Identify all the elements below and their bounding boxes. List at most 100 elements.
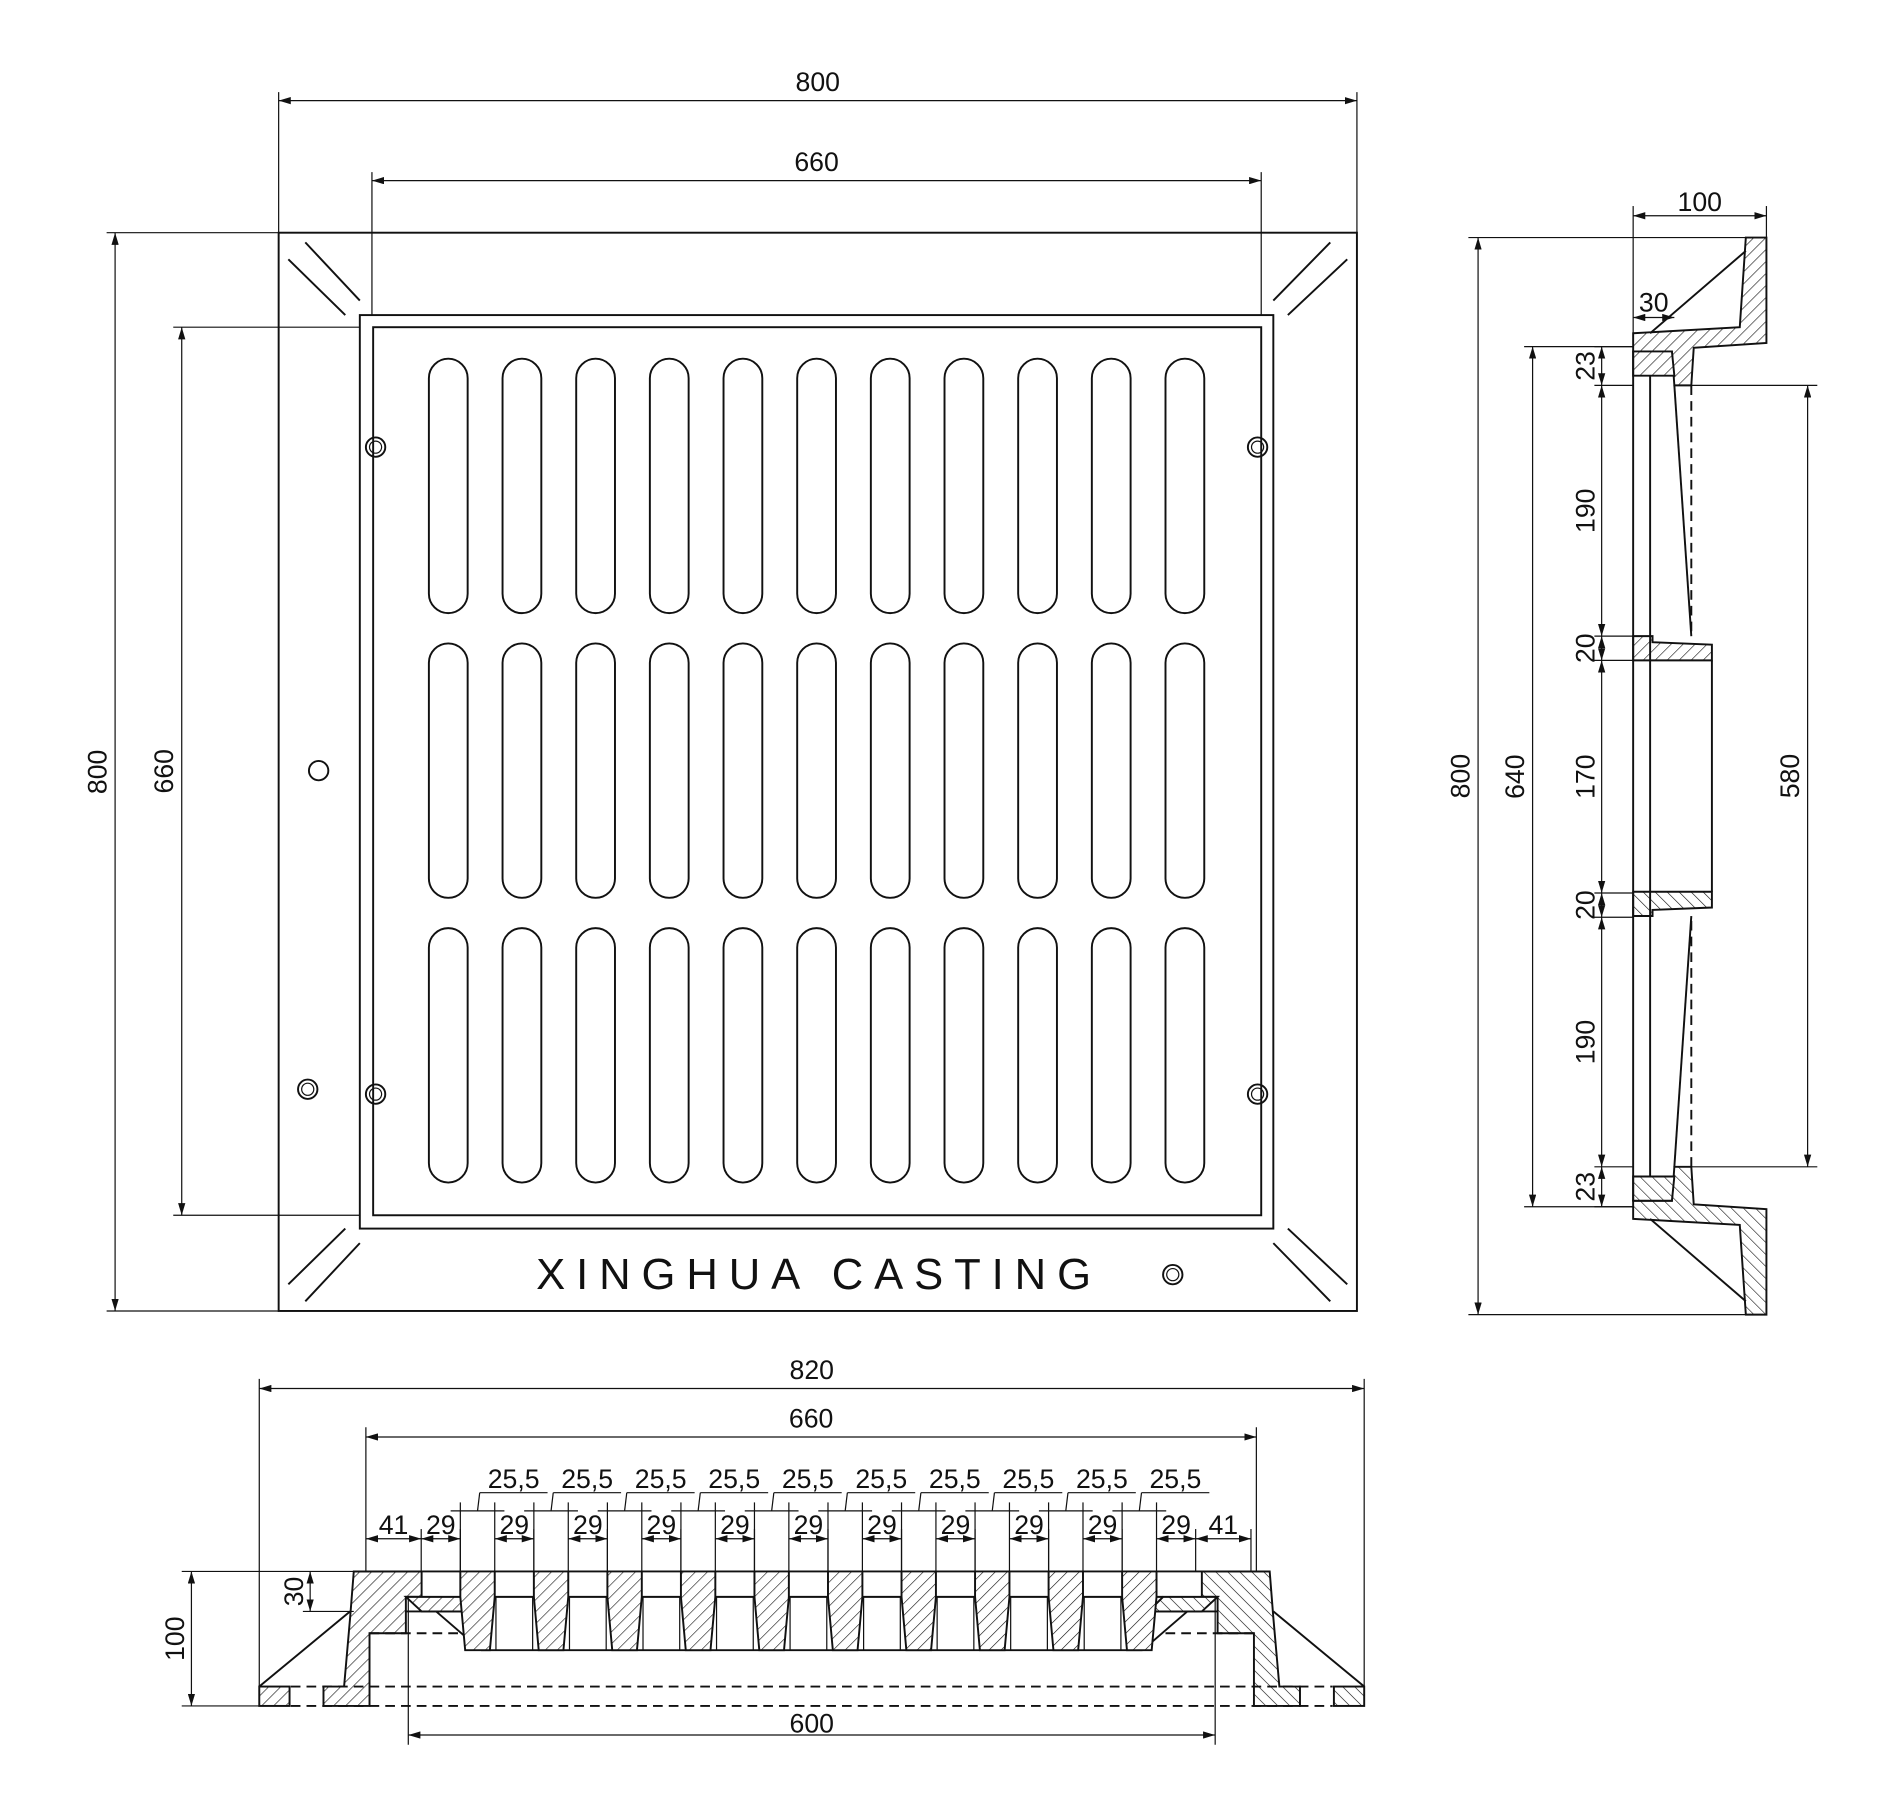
grate-cell (1083, 1596, 1122, 1651)
rib-section (606, 1570, 643, 1652)
dimension-label: 25,5 (929, 1464, 981, 1494)
corner-bar (304, 1242, 361, 1302)
rib-section (1632, 890, 1713, 917)
dimension-label: 29 (867, 1510, 897, 1540)
grate-cell (789, 1596, 828, 1651)
rib-section (1121, 1570, 1158, 1652)
rib-section (532, 1570, 570, 1652)
leader-line (550, 1492, 554, 1511)
leader-line (991, 1492, 996, 1511)
outer-frame (277, 231, 1358, 1312)
slot (648, 642, 690, 899)
bolt-hole (1162, 1263, 1184, 1286)
dimension-label: 23 (1570, 1172, 1600, 1202)
slot (1017, 642, 1058, 899)
slot (427, 642, 469, 899)
grate-cell (715, 1596, 754, 1651)
bolt-hole (297, 1078, 319, 1100)
dimension-label: 41 (379, 1510, 409, 1540)
dimension-label: 25,5 (488, 1464, 540, 1494)
dimension-label: 25,5 (782, 1464, 834, 1494)
bolt-hole-inner (368, 440, 383, 454)
slot (869, 927, 911, 1184)
dimension-label: 30 (1639, 287, 1669, 317)
dimension-label: 29 (1014, 1510, 1044, 1540)
slot (722, 357, 764, 615)
cover-edge-section (1632, 350, 1676, 377)
dimension-label: 29 (941, 1510, 971, 1540)
dimension-label: 800 (1446, 754, 1476, 798)
grate-cell (936, 1596, 975, 1651)
dimension-label: 29 (1161, 1510, 1191, 1540)
dimension-label: 29 (1088, 1510, 1118, 1540)
slot (943, 927, 985, 1184)
section-right-half (1141, 1570, 1366, 1707)
rib-section (974, 1570, 1011, 1652)
corner-bar (287, 258, 346, 316)
corner-bars (287, 241, 1348, 1302)
grate-cell (863, 1596, 901, 1651)
dimension-label: 800 (796, 67, 840, 97)
slot (1164, 642, 1206, 899)
grate-plate (372, 326, 1263, 1217)
slot (575, 642, 616, 899)
dimension-label: 660 (149, 749, 179, 793)
slot (722, 927, 764, 1184)
slot (575, 927, 616, 1184)
rib-section (679, 1570, 717, 1652)
frame-section (1200, 1570, 1301, 1707)
slot (722, 642, 764, 899)
dimension-label: 30 (279, 1577, 309, 1607)
dimension-label: 25,5 (1149, 1464, 1201, 1494)
frame-section (322, 1570, 423, 1707)
dimension-label: 20 (1570, 633, 1600, 663)
dimension-label: 660 (789, 1403, 833, 1433)
frame-support-line (1272, 1610, 1365, 1688)
frame-support-line (1649, 1218, 1747, 1303)
frame-support-line (258, 1610, 351, 1688)
slot (796, 642, 837, 899)
cover-edge-section (1632, 1175, 1676, 1202)
slot (648, 927, 690, 1184)
leader-line (697, 1492, 701, 1511)
inner-frame (358, 314, 1275, 1230)
bolt-hole-inner (301, 1082, 315, 1096)
rib-section (1047, 1570, 1084, 1652)
dimension-label: 25,5 (855, 1464, 907, 1494)
dimension-label: 29 (573, 1510, 603, 1540)
dimension-label: 190 (1570, 489, 1600, 533)
slot (796, 927, 837, 1184)
slot (869, 642, 911, 899)
dimension-label: 190 (1570, 1020, 1600, 1064)
leader-line (844, 1492, 848, 1511)
bolt-hole (364, 1083, 387, 1105)
corner-bar (1287, 258, 1348, 316)
slot (1090, 642, 1132, 899)
cover-taper-line (1673, 385, 1693, 637)
bolt-hole (1246, 1083, 1269, 1105)
slot (501, 642, 543, 899)
dimension-label: 660 (794, 147, 838, 177)
slot (943, 357, 985, 615)
grate-cell (1010, 1596, 1048, 1651)
rib-section (827, 1570, 864, 1652)
dimension-label: 29 (647, 1510, 677, 1540)
dimension-label: 23 (1570, 351, 1600, 381)
bolt-hole-inner (368, 1087, 383, 1101)
leader-line (771, 1492, 775, 1511)
corner-bar (287, 1227, 346, 1286)
dimension-label: 29 (499, 1510, 529, 1540)
cover-taper-line (1673, 915, 1693, 1167)
dimension-label: 20 (1570, 890, 1600, 920)
grate-cell (495, 1596, 534, 1651)
leader-line (623, 1492, 628, 1511)
bolt-hole-inner (1166, 1267, 1180, 1282)
slot-grid (427, 357, 1206, 1184)
dimension-label: 600 (790, 1709, 834, 1739)
leader-line (476, 1492, 481, 1511)
